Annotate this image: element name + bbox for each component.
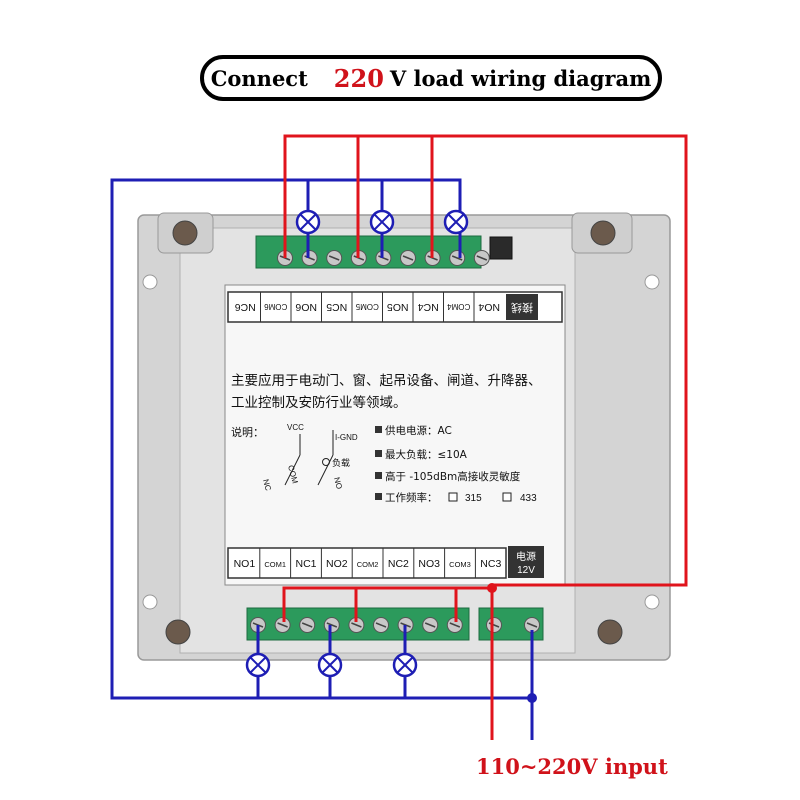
load-lamp-icon bbox=[369, 209, 395, 235]
description-line-2: 工业控制及安防行业等领域。 bbox=[231, 394, 407, 411]
legend-no: NO bbox=[332, 476, 344, 490]
bottom-terminal-label: NC2 bbox=[388, 558, 409, 570]
load-lamp-icon bbox=[317, 652, 343, 678]
legend-load-icon bbox=[322, 458, 330, 466]
neutral-junction bbox=[527, 693, 537, 703]
bottom-terminal-label: COM3 bbox=[449, 560, 471, 569]
mount-hole-top-left bbox=[172, 220, 198, 246]
top-terminal-label: NO4 bbox=[478, 301, 500, 313]
bottom-terminal-block bbox=[246, 607, 544, 641]
load-lamp-icon bbox=[443, 209, 469, 235]
load-lamp-icon bbox=[295, 209, 321, 235]
top-terminal-label: NC5 bbox=[326, 301, 347, 313]
legend-gnd: I-GND bbox=[335, 433, 358, 442]
spec-sensitivity: 高于 -105dBm高接收灵敏度 bbox=[385, 470, 521, 483]
bottom-terminal-label: NC3 bbox=[480, 558, 501, 570]
label-sticker: NC6 COM6 NO6 NC5 COM5 NO5 NC4 COM4 NO4 接线 主要应用于电… bbox=[224, 284, 566, 586]
description-line-1: 主要应用于电动门、窗、起吊设备、闸道、升降器、 bbox=[231, 372, 542, 389]
title-suffix: V load wiring diagram bbox=[389, 65, 652, 91]
wiring bbox=[110, 134, 688, 740]
freq-checkbox-315 bbox=[448, 492, 458, 502]
title-prefix: Connect bbox=[210, 65, 308, 91]
load-lamp-icon bbox=[245, 652, 271, 678]
spec-frequency-label: 工作频率： bbox=[385, 491, 438, 504]
bottom-terminal-label: NO1 bbox=[234, 558, 256, 570]
top-terminal-label: COM4 bbox=[447, 302, 471, 311]
mount-hole-bottom-right bbox=[597, 619, 623, 645]
load-lamp-icon bbox=[392, 652, 418, 678]
neutral-wire-main bbox=[110, 178, 534, 700]
top-terminal-label: COM5 bbox=[355, 302, 379, 311]
top-terminal-label: NC4 bbox=[418, 301, 439, 313]
bottom-terminal-label: NO2 bbox=[326, 558, 348, 570]
mount-hole-top-right bbox=[590, 220, 616, 246]
spec-supply: 供电电源：AC bbox=[385, 424, 452, 437]
freq-option-433: 433 bbox=[520, 493, 537, 504]
live-wire-main bbox=[283, 134, 688, 740]
freq-option-315: 315 bbox=[465, 493, 482, 504]
legend-label: 说明： bbox=[231, 425, 264, 439]
load-lamps bbox=[245, 209, 469, 678]
freq-checkbox-433 bbox=[502, 492, 512, 502]
mount-hole-bottom-left bbox=[165, 619, 191, 645]
title-voltage: 220 bbox=[333, 63, 384, 93]
bottom-terminal-label: COM2 bbox=[357, 560, 379, 569]
top-terminal-label: NO6 bbox=[295, 301, 317, 313]
legend-nc: NC bbox=[261, 478, 273, 492]
input-voltage-label: 110~220V input bbox=[476, 754, 668, 779]
top-header-stamp-text: 接线 bbox=[511, 301, 533, 315]
top-terminal-label: NO5 bbox=[387, 301, 409, 313]
live-junction bbox=[487, 583, 497, 593]
spec-max-load: 最大负载：≤10A bbox=[385, 448, 468, 461]
power-block bbox=[508, 546, 544, 578]
legend-load: 负载 bbox=[332, 457, 350, 469]
bottom-terminal-label: COM1 bbox=[264, 560, 286, 569]
power-block-line1: 电源 bbox=[516, 550, 536, 563]
top-header-stamp bbox=[506, 294, 538, 320]
bottom-terminal-label: NC1 bbox=[295, 558, 316, 570]
power-block-line2: 12V bbox=[517, 565, 535, 576]
legend-vcc: VCC bbox=[287, 423, 304, 432]
top-terminal-label: NC6 bbox=[235, 301, 256, 313]
top-terminal-block bbox=[255, 235, 490, 269]
top-terminal-label: COM6 bbox=[264, 302, 288, 311]
bottom-terminal-label: NO3 bbox=[418, 558, 440, 570]
diagram-title: Connect 220 V load wiring diagram bbox=[200, 55, 662, 101]
learn-button bbox=[489, 236, 513, 260]
